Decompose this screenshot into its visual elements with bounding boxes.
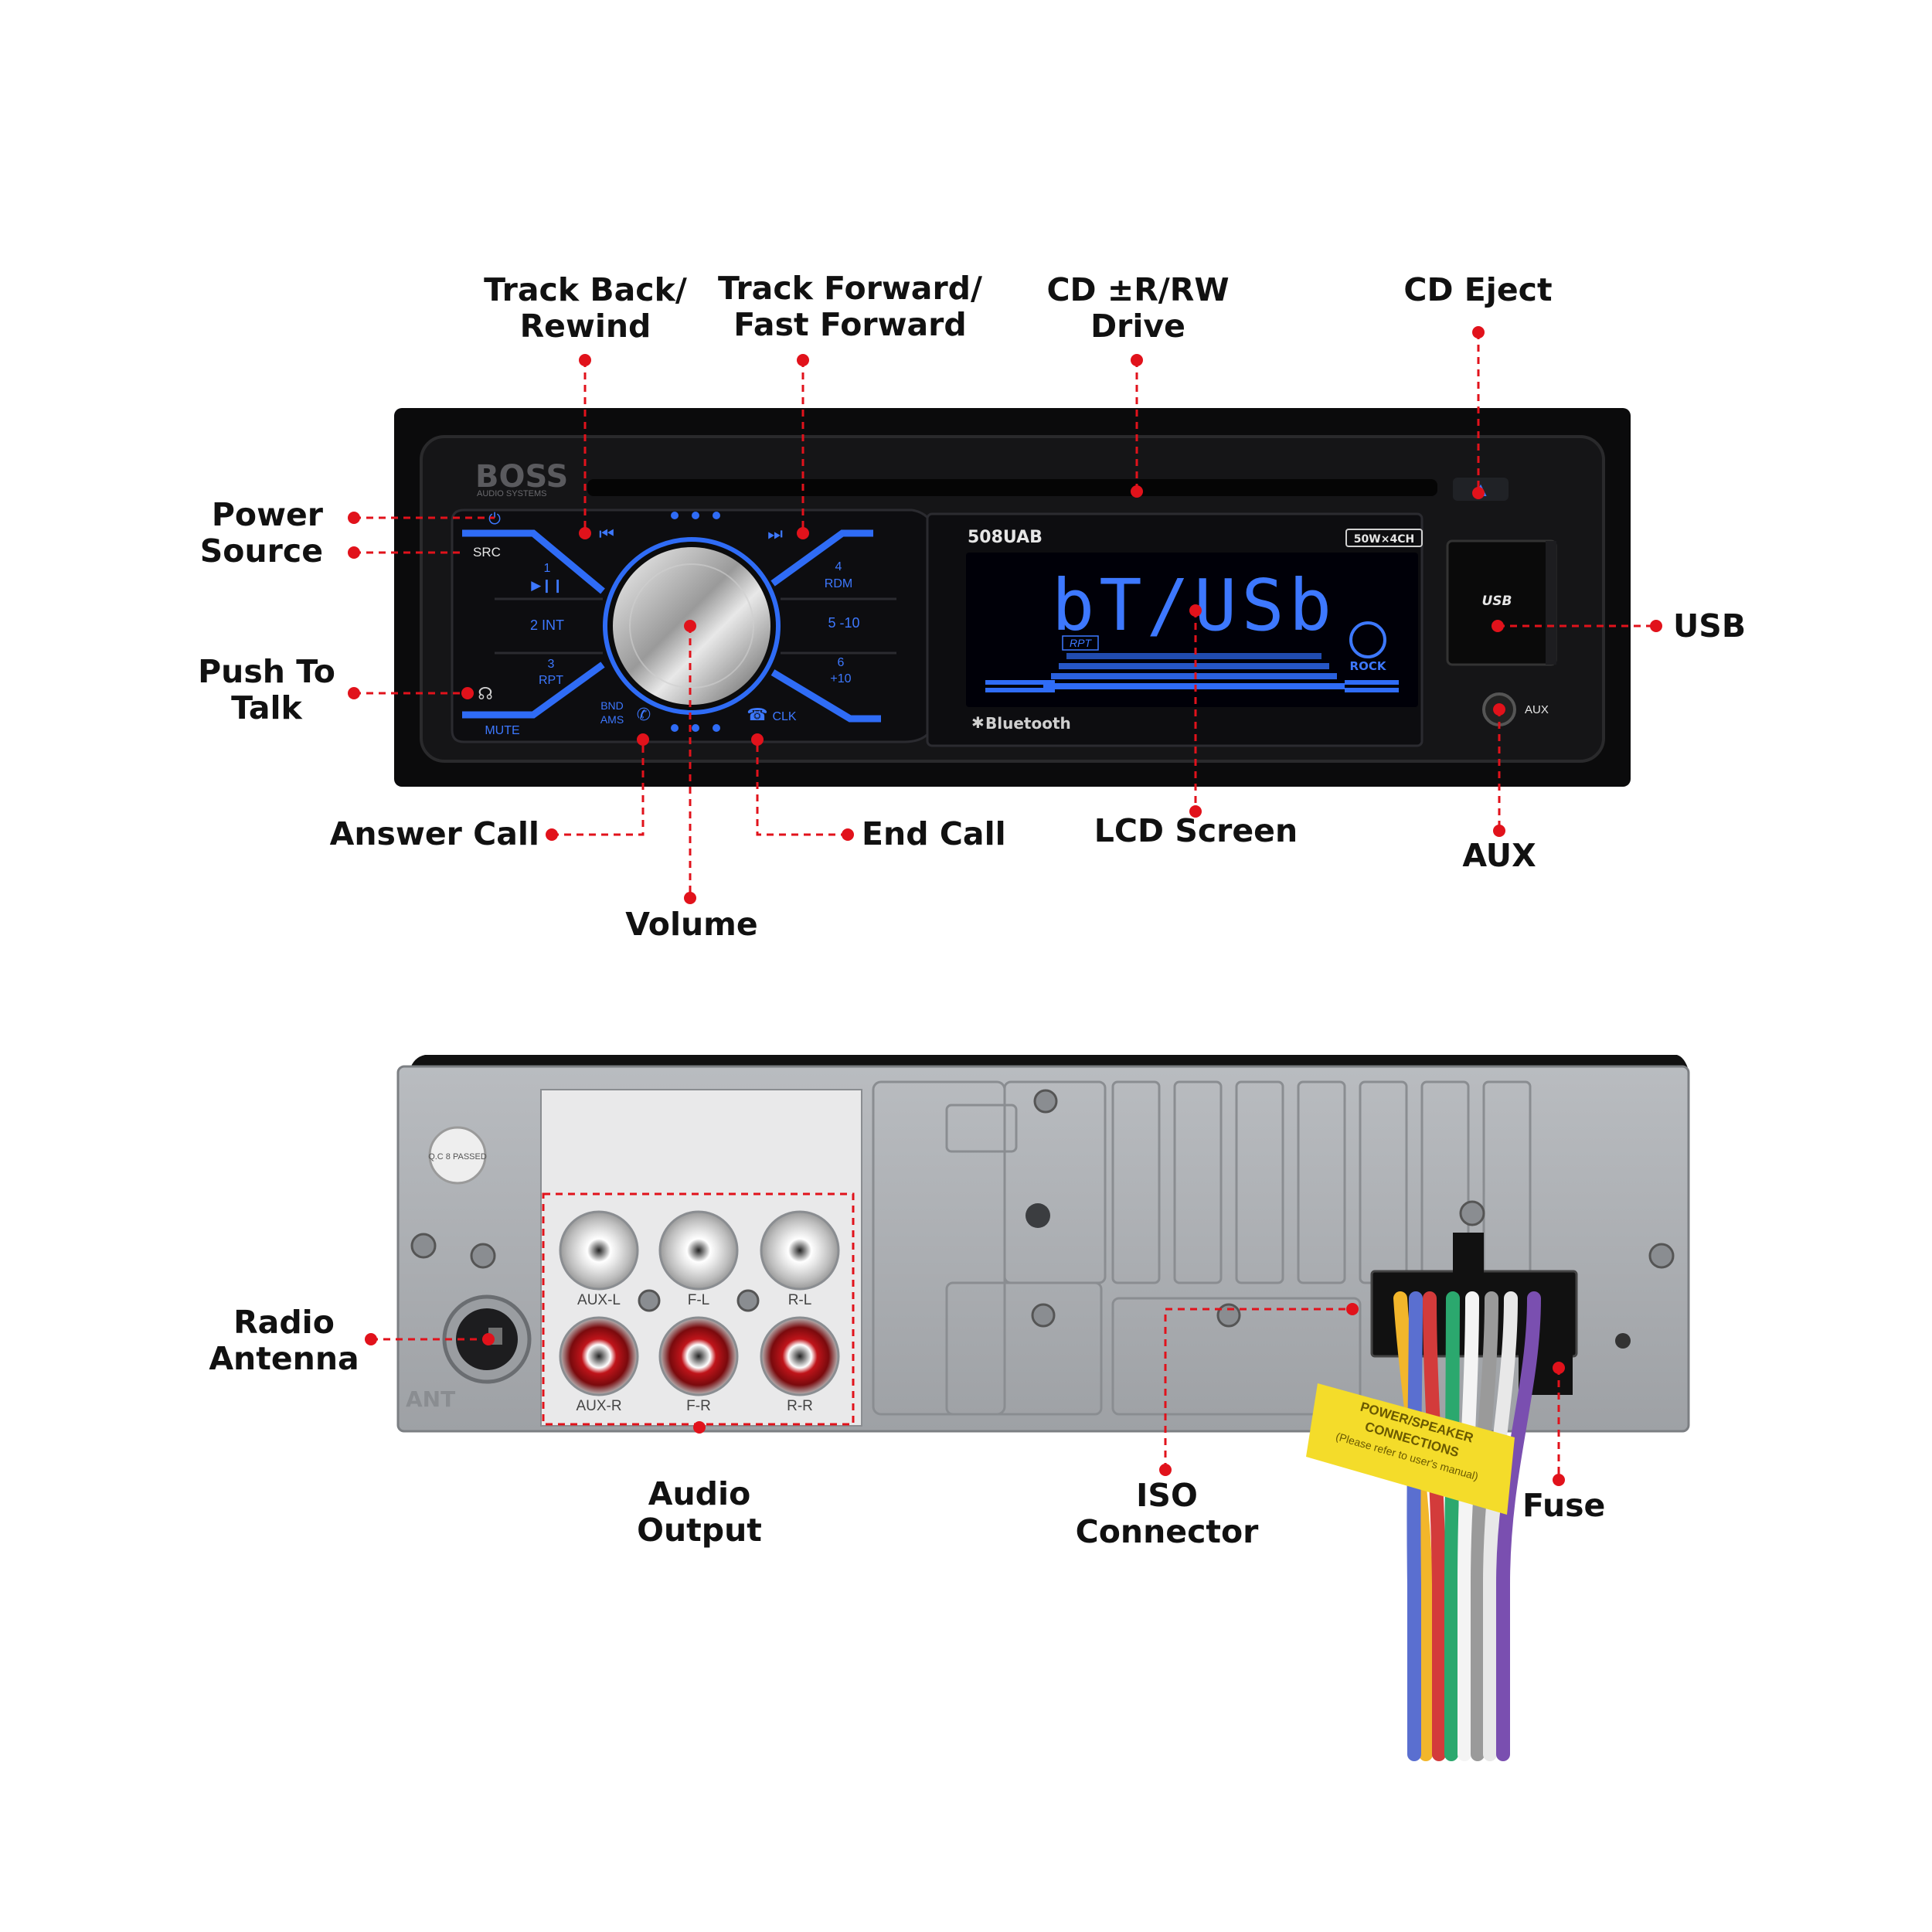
mute-button[interactable]: MUTE: [485, 724, 519, 737]
preset-3-rpt-label[interactable]: RPT: [539, 674, 563, 687]
bluetooth-icon: ✱: [971, 715, 985, 732]
power-icon[interactable]: ⏻: [488, 511, 501, 528]
preset-4-rdm-label[interactable]: RDM: [825, 577, 852, 590]
preset-4-number[interactable]: 4: [835, 560, 842, 573]
ams-label: AMS: [600, 713, 624, 726]
rca-f-r[interactable]: [658, 1316, 739, 1396]
rca-aux-r[interactable]: [559, 1316, 639, 1396]
answer-call-icon[interactable]: ✆: [637, 705, 651, 724]
blue-light-bottom-right: [770, 669, 881, 723]
indicator-dots-bottom: [671, 724, 720, 732]
callout-cd-eject: CD Eject: [1403, 271, 1553, 308]
mounting-hole: [1026, 1203, 1050, 1228]
rca-aux-l[interactable]: [559, 1210, 639, 1291]
end-call-icon[interactable]: ☎: [747, 705, 767, 724]
callout-lcd-screen: LCD Screen: [1094, 812, 1298, 849]
callout-audio-output: Audio Output: [637, 1475, 762, 1549]
qc-sticker: [428, 1126, 487, 1185]
brand-sub: AUDIO SYSTEMS: [477, 489, 546, 498]
rca-label: AUX-L: [577, 1292, 621, 1308]
rca-label: R-R: [787, 1398, 813, 1414]
rca-label: AUX-R: [576, 1398, 621, 1414]
lcd-equalizer: [985, 653, 1399, 692]
usb-port[interactable]: [1546, 541, 1556, 665]
rca-jacks: [559, 1210, 840, 1396]
next-track-button[interactable]: ⏭: [767, 524, 783, 543]
callout-fuse: Fuse: [1522, 1487, 1606, 1524]
callout-radio-antenna: Radio Antenna: [209, 1304, 359, 1377]
blue-light-top-right: [770, 529, 873, 587]
callout-power: Power: [211, 496, 323, 533]
prev-track-button[interactable]: ⏮: [599, 524, 614, 543]
preset-5-button[interactable]: 5 -10: [828, 615, 859, 631]
bluetooth-label: Bluetooth: [985, 714, 1071, 733]
qc-sticker-text: Q.C 8 PASSED: [428, 1152, 487, 1162]
rca-labels: AUX-L F-L R-L AUX-R F-R R-R: [576, 1292, 812, 1414]
clk-button[interactable]: CLK: [772, 710, 796, 723]
callout-end-call: End Call: [862, 815, 1006, 852]
callout-cd-drive: CD ±R/RW Drive: [1046, 271, 1230, 345]
power-badge: 50W×4CH: [1354, 533, 1414, 546]
rca-f-l[interactable]: [658, 1210, 739, 1291]
callout-answer-call: Answer Call: [329, 815, 539, 852]
lcd-main-text: bT/USb: [1052, 564, 1336, 647]
preset-1-number[interactable]: 1: [544, 562, 551, 575]
callout-push-to-talk: Push To Talk: [198, 653, 335, 726]
cd-slot[interactable]: [587, 479, 1437, 496]
rear-panel: Q.C 8 PASSED ANT AUX-L F-L R-L AUX-R: [396, 1055, 1690, 1761]
preset-3-number[interactable]: 3: [548, 658, 555, 671]
push-to-talk-icon[interactable]: ☊: [478, 684, 493, 703]
wire-harness: [1393, 1291, 1541, 1761]
screws: [410, 1089, 1675, 1328]
indicator-dots-top: [671, 512, 720, 519]
callout-usb: USB: [1673, 607, 1747, 645]
brand-logo: BOSS: [475, 459, 568, 495]
callout-volume: Volume: [625, 906, 758, 943]
rca-label: F-L: [688, 1292, 710, 1308]
aux-label: AUX: [1525, 703, 1549, 716]
src-button[interactable]: SRC: [473, 545, 501, 560]
callout-track-forward: Track Forward/ Fast Forward: [717, 270, 982, 343]
rca-r-l[interactable]: [760, 1210, 840, 1291]
blue-light-top-left: [462, 529, 605, 594]
usb-label: USB: [1481, 594, 1512, 609]
callout-dots: [348, 326, 1662, 1486]
front-panel: ▲ BOSS AUDIO SYSTEMS ⏻ SRC ⏮ ⏭ 1 ▶❙❙ 2 I…: [394, 408, 1631, 787]
preset-6-sub-label[interactable]: +10: [830, 672, 851, 685]
rca-label: F-R: [686, 1398, 711, 1414]
rca-r-r[interactable]: [760, 1316, 840, 1396]
bnd-button[interactable]: BND: [600, 699, 624, 712]
blue-light-bottom-left: [462, 662, 605, 719]
model-label: 508UAB: [968, 528, 1043, 547]
callout-iso-connector: ISO Connector: [1075, 1477, 1259, 1550]
play-pause-icon[interactable]: ▶❙❙: [531, 578, 563, 594]
rca-label: R-L: [788, 1292, 812, 1308]
ant-label: ANT: [406, 1386, 455, 1412]
lcd-rpt-tag: RPT: [1070, 637, 1092, 649]
lcd-eq-preset: ROCK: [1350, 659, 1387, 673]
callout-source: Source: [199, 532, 323, 570]
preset-2-int-button[interactable]: 2 INT: [530, 617, 564, 633]
callout-aux: AUX: [1462, 837, 1536, 874]
lcd-disc-icon: [1349, 621, 1386, 658]
callout-track-back: Track Back/ Rewind: [484, 271, 687, 345]
harness-tag: [1306, 1383, 1515, 1515]
preset-6-number[interactable]: 6: [838, 656, 845, 669]
